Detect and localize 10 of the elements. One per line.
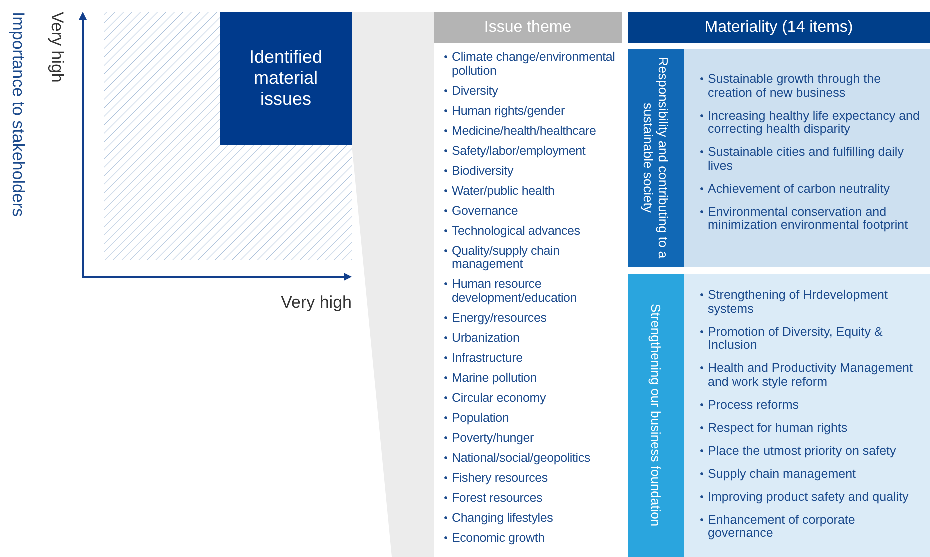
- axis-end-label: Very high: [281, 293, 352, 313]
- column-header: Materiality (14 items): [628, 12, 930, 43]
- band-title: Strengthening our business foundation: [628, 274, 684, 557]
- category-band: [628, 49, 930, 267]
- band-title: Responsibility and contributing to a sustainable society: [628, 49, 684, 267]
- axis-title: Importance to stakeholders: [8, 12, 28, 218]
- axis-end-label: Very high: [47, 12, 67, 83]
- material-issues-box: Identified material issues: [220, 12, 352, 145]
- column-header: Issue theme: [434, 12, 622, 43]
- category-band: [628, 274, 930, 557]
